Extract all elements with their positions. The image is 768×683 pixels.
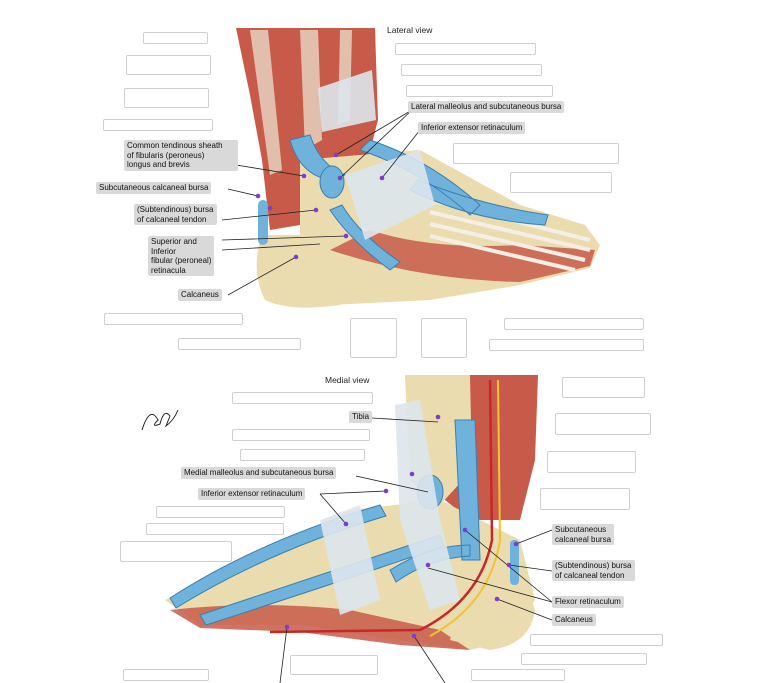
lateral-retinaculum-bands xyxy=(318,70,435,240)
label-pins xyxy=(255,152,519,639)
answer-box[interactable] xyxy=(143,32,208,44)
lateral-view-title: Lateral view xyxy=(387,25,433,35)
answer-box[interactable] xyxy=(156,506,285,518)
answer-box[interactable] xyxy=(521,653,647,665)
medial-foot-muscles xyxy=(170,605,470,650)
label-medial-subtendinous-bursa: (Subtendinous) bursa of calcaneal tendon xyxy=(552,560,635,581)
answer-box[interactable] xyxy=(120,541,232,562)
answer-box[interactable] xyxy=(504,318,644,330)
answer-box[interactable] xyxy=(232,429,370,441)
medial-retinaculum-bands xyxy=(320,400,460,615)
answer-box[interactable] xyxy=(555,413,651,435)
answer-box[interactable] xyxy=(421,318,467,358)
answer-box[interactable] xyxy=(489,339,644,351)
label-medial-inferior-extensor-retinaculum: Inferior extensor retinaculum xyxy=(198,488,306,500)
medial-nerve xyxy=(429,379,502,637)
answer-box[interactable] xyxy=(562,377,645,398)
answer-box[interactable] xyxy=(124,88,209,108)
answer-box[interactable] xyxy=(240,449,365,461)
answer-box[interactable] xyxy=(290,655,378,675)
lateral-view-illustration xyxy=(236,28,600,308)
label-lateral-subcutaneous-calcaneal-bursa: Subcutaneous calcaneal bursa xyxy=(96,182,212,194)
answer-box[interactable] xyxy=(406,85,553,97)
answer-box[interactable] xyxy=(350,318,397,358)
label-lateral-inferior-extensor-retinaculum: Inferior extensor retinaculum xyxy=(418,122,526,134)
label-tibia: Tibia xyxy=(349,411,373,423)
lateral-subcutaneous-bursa-shape xyxy=(258,200,268,245)
label-medial-subcutaneous-calcaneal-bursa: Subcutaneous calcaneal bursa xyxy=(552,524,615,545)
label-lateral-calcaneus: Calcaneus xyxy=(178,289,222,301)
medial-artery xyxy=(269,379,494,634)
medial-view-illustration xyxy=(165,375,538,650)
label-lateral-subtendinous-bursa: (Subtendinous) bursa of calcaneal tendon xyxy=(134,204,217,225)
label-medial-calcaneus: Calcaneus xyxy=(552,614,596,626)
medial-view-title: Medial view xyxy=(325,375,370,385)
leader-lines xyxy=(221,109,553,683)
answer-box[interactable] xyxy=(401,64,542,76)
artist-signature-mark xyxy=(141,409,179,431)
answer-box[interactable] xyxy=(547,451,636,473)
label-common-tendinous-sheath: Common tendinous sheath of fibularis (pe… xyxy=(124,140,238,171)
label-lateral-malleolus: Lateral malleolus and subcutaneous bursa xyxy=(408,101,565,113)
label-fibular-retinacula: Superior and Inferior fibular (peroneal)… xyxy=(148,236,215,276)
answer-box[interactable] xyxy=(453,143,619,164)
answer-box[interactable] xyxy=(126,55,211,75)
answer-box[interactable] xyxy=(103,119,213,131)
answer-box[interactable] xyxy=(540,488,630,510)
answer-box[interactable] xyxy=(178,338,301,350)
label-flexor-retinaculum: Flexor retinaculum xyxy=(552,596,624,608)
answer-box[interactable] xyxy=(232,392,373,404)
answer-box[interactable] xyxy=(104,313,243,325)
lateral-leg-tendon-bands xyxy=(250,30,352,175)
label-medial-malleolus: Medial malleolus and subcutaneous bursa xyxy=(181,467,337,479)
answer-box[interactable] xyxy=(123,669,209,681)
medial-subcutaneous-bursa-shape xyxy=(510,540,519,585)
lateral-foot-muscles xyxy=(330,230,595,282)
answer-box[interactable] xyxy=(510,172,612,193)
answer-box[interactable] xyxy=(395,43,536,55)
answer-box[interactable] xyxy=(471,669,565,681)
lateral-malleolus-bursa xyxy=(319,165,345,199)
answer-box[interactable] xyxy=(530,634,663,646)
answer-box[interactable] xyxy=(146,523,284,535)
